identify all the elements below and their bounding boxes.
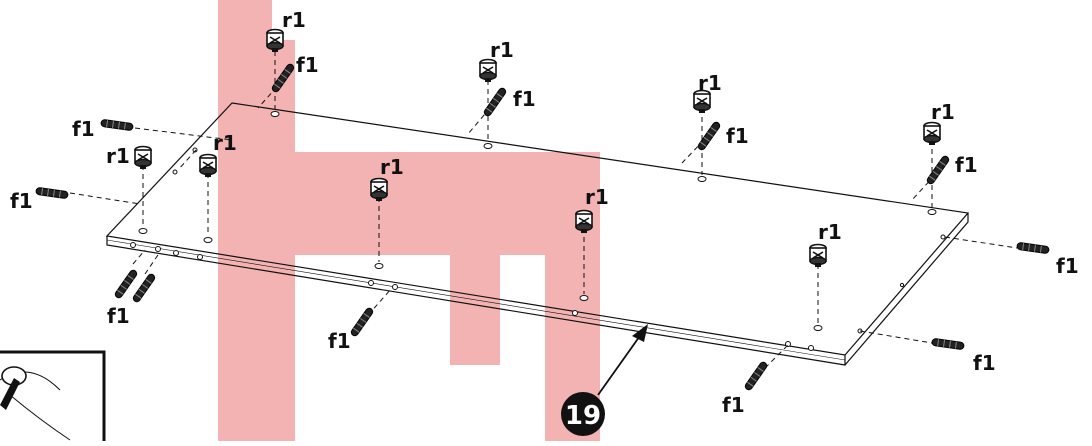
cam-label: r1 — [106, 144, 130, 168]
guide-lines — [69, 42, 1018, 369]
dowel-label: f1 — [973, 351, 996, 375]
dowel — [931, 337, 965, 351]
dowel-label: f1 — [72, 117, 95, 141]
cam-fitting — [370, 177, 388, 202]
dowel — [131, 272, 157, 304]
dowel — [35, 186, 69, 200]
part-callout: 19 — [561, 324, 648, 436]
cam-fitting — [923, 121, 941, 146]
cam-fitting — [479, 58, 497, 83]
watermark-logo — [218, 0, 600, 441]
cam-label: r1 — [931, 100, 955, 124]
dowel — [1016, 241, 1050, 255]
part-labels: r1 f1 r1 f1 r1 f1 r1 f1 f1 r1 r1 f1 r1 r… — [10, 8, 1079, 417]
cam-label: r1 — [380, 155, 404, 179]
dowel — [925, 154, 951, 186]
part-number-badge — [561, 392, 605, 436]
dowel — [482, 86, 508, 118]
dowel — [696, 120, 722, 152]
part-number: 19 — [565, 401, 601, 431]
dowel-label: f1 — [1056, 254, 1079, 278]
cam-fitting — [199, 153, 217, 178]
dowel-label: f1 — [10, 189, 33, 213]
detail-inset — [0, 350, 106, 446]
dowel-label: f1 — [296, 53, 319, 77]
cam-fitting — [809, 243, 827, 268]
screwdriver-icon — [0, 378, 20, 410]
cam-fitting — [134, 145, 152, 170]
shelf-panel — [105, 102, 970, 366]
panel-holes — [130, 111, 946, 351]
dowel — [113, 268, 139, 300]
dowel-label: f1 — [107, 304, 130, 328]
cam-label: r1 — [585, 185, 609, 209]
dowel-label: f1 — [726, 124, 749, 148]
cam-fitting — [575, 209, 593, 234]
cam-label: r1 — [490, 38, 514, 62]
dowel-label: f1 — [955, 153, 978, 177]
cam-label: r1 — [818, 220, 842, 244]
dowel-label: f1 — [328, 329, 351, 353]
dowel-label: f1 — [722, 393, 745, 417]
dowel-label: f1 — [513, 87, 536, 111]
cam-label: r1 — [213, 131, 237, 155]
dowel — [349, 306, 375, 338]
cam-label: r1 — [698, 71, 722, 95]
dowel — [100, 118, 134, 132]
cam-fitting — [266, 28, 284, 53]
dowel — [743, 360, 769, 392]
cam-label: r1 — [282, 8, 306, 32]
